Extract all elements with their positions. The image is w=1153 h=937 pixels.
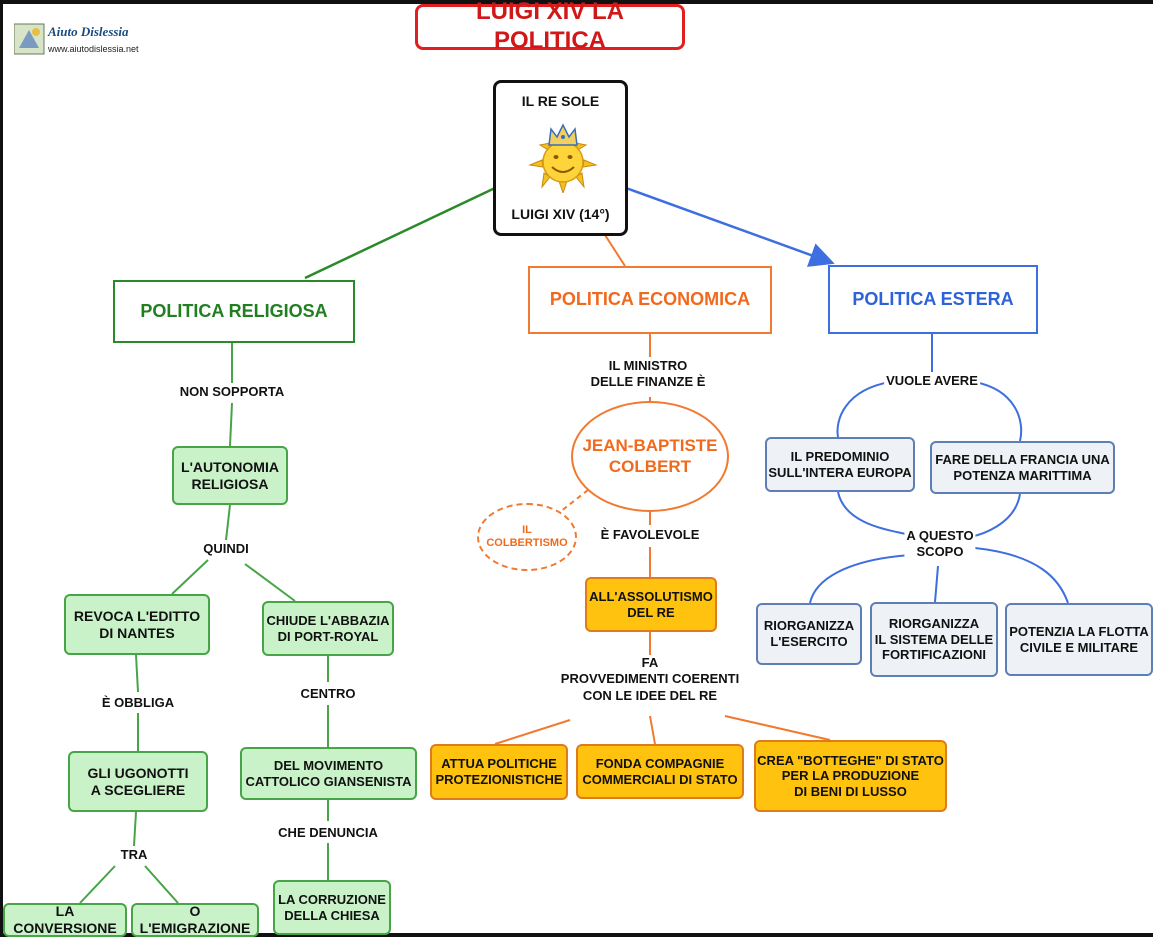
window-frame-left	[0, 0, 3, 937]
revoca-editto-node[interactable]: REVOCA L'EDITTO DI NANTES	[64, 594, 210, 655]
predominio-europa-node[interactable]: IL PREDOMINIO SULL'INTERA EUROPA	[765, 437, 915, 492]
re-sole-label: IL RE SOLE	[521, 93, 600, 109]
potenzia-flotta-node[interactable]: POTENZIA LA FLOTTA CIVILE E MILITARE	[1005, 603, 1153, 676]
sun-king-crown-icon	[528, 123, 598, 193]
colbert-node[interactable]: JEAN-BAPTISTE COLBERT	[571, 401, 729, 512]
link-label-e-obbliga: È OBBLIGA	[99, 695, 177, 712]
corruzione-chiesa-node[interactable]: LA CORRUZIONE DELLA CHIESA	[273, 880, 391, 935]
emigrazione-node[interactable]: O L'EMIGRAZIONE	[131, 903, 259, 937]
politica-economica-node[interactable]: POLITICA ECONOMICA	[528, 266, 772, 334]
page-title: LUIGI XIV LA POLITICA	[415, 0, 685, 54]
link-label-centro: CENTRO	[298, 686, 358, 703]
ugonotti-node[interactable]: GLI UGONOTTI A SCEGLIERE	[68, 751, 208, 812]
riorganizza-fortificazioni-node[interactable]: RIORGANIZZA IL SISTEMA DELLE FORTIFICAZI…	[870, 602, 998, 677]
window-frame-bottom	[0, 933, 1153, 937]
autonomia-religiosa-node[interactable]: L'AUTONOMIA RELIGIOSA	[172, 446, 288, 505]
link-label-vuole-avere: VUOLE AVERE	[884, 373, 980, 390]
politiche-protezionistiche-node[interactable]: ATTUA POLITICHE PROTEZIONISTICHE	[430, 744, 568, 800]
link-label-a-questo-scopo: A QUESTO SCOPO	[904, 528, 976, 561]
link-label-non-sopporta: NON SOPPORTA	[177, 384, 287, 401]
riorganizza-esercito-node[interactable]: RIORGANIZZA L'ESERCITO	[756, 603, 862, 665]
link-label-quindi: QUINDI	[201, 541, 251, 558]
chiude-abbazia-node[interactable]: CHIUDE L'ABBAZIA DI PORT-ROYAL	[262, 601, 394, 656]
compagnie-commerciali-node[interactable]: FONDA COMPAGNIE COMMERCIALI DI STATO	[576, 744, 744, 799]
politica-estera-node[interactable]: POLITICA ESTERA	[828, 265, 1038, 334]
link-label-ministro: IL MINISTRO DELLE FINANZE È	[588, 358, 708, 391]
aiuto-dislessia-logo[interactable]: Aiuto Dislessia www.aiutodislessia.net	[13, 18, 154, 62]
logo-name: Aiuto Dislessia	[48, 24, 129, 39]
link-label-che-denuncia: CHE DENUNCIA	[276, 825, 380, 842]
assolutismo-node[interactable]: ALL'ASSOLUTISMO DEL RE	[585, 577, 717, 632]
potenza-marittima-node[interactable]: FARE DELLA FRANCIA UNA POTENZA MARITTIMA	[930, 441, 1115, 494]
conversione-node[interactable]: LA CONVERSIONE	[3, 903, 127, 937]
botteghe-di-stato-node[interactable]: CREA "BOTTEGHE" DI STATO PER LA PRODUZIO…	[754, 740, 947, 812]
window-frame-top	[0, 0, 1153, 4]
luigi-xiv-label: LUIGI XIV (14°)	[511, 206, 610, 223]
link-label-provvedimenti: FA PROVVEDIMENTI COERENTI CON LE IDEE DE…	[558, 655, 742, 704]
colbertismo-node[interactable]: IL COLBERTISMO	[477, 503, 577, 571]
link-label-favolevole: È FAVOLEVOLE	[598, 527, 702, 544]
politica-religiosa-node[interactable]: POLITICA RELIGIOSA	[113, 280, 355, 343]
center-node-re-sole[interactable]: IL RE SOLE LUIGI XIV (14°)	[493, 80, 628, 236]
logo-url: www.aiutodislessia.net	[48, 44, 139, 54]
link-label-tra: TRA	[118, 847, 150, 864]
movimento-giansenista-node[interactable]: DEL MOVIMENTO CATTOLICO GIANSENISTA	[240, 747, 417, 800]
